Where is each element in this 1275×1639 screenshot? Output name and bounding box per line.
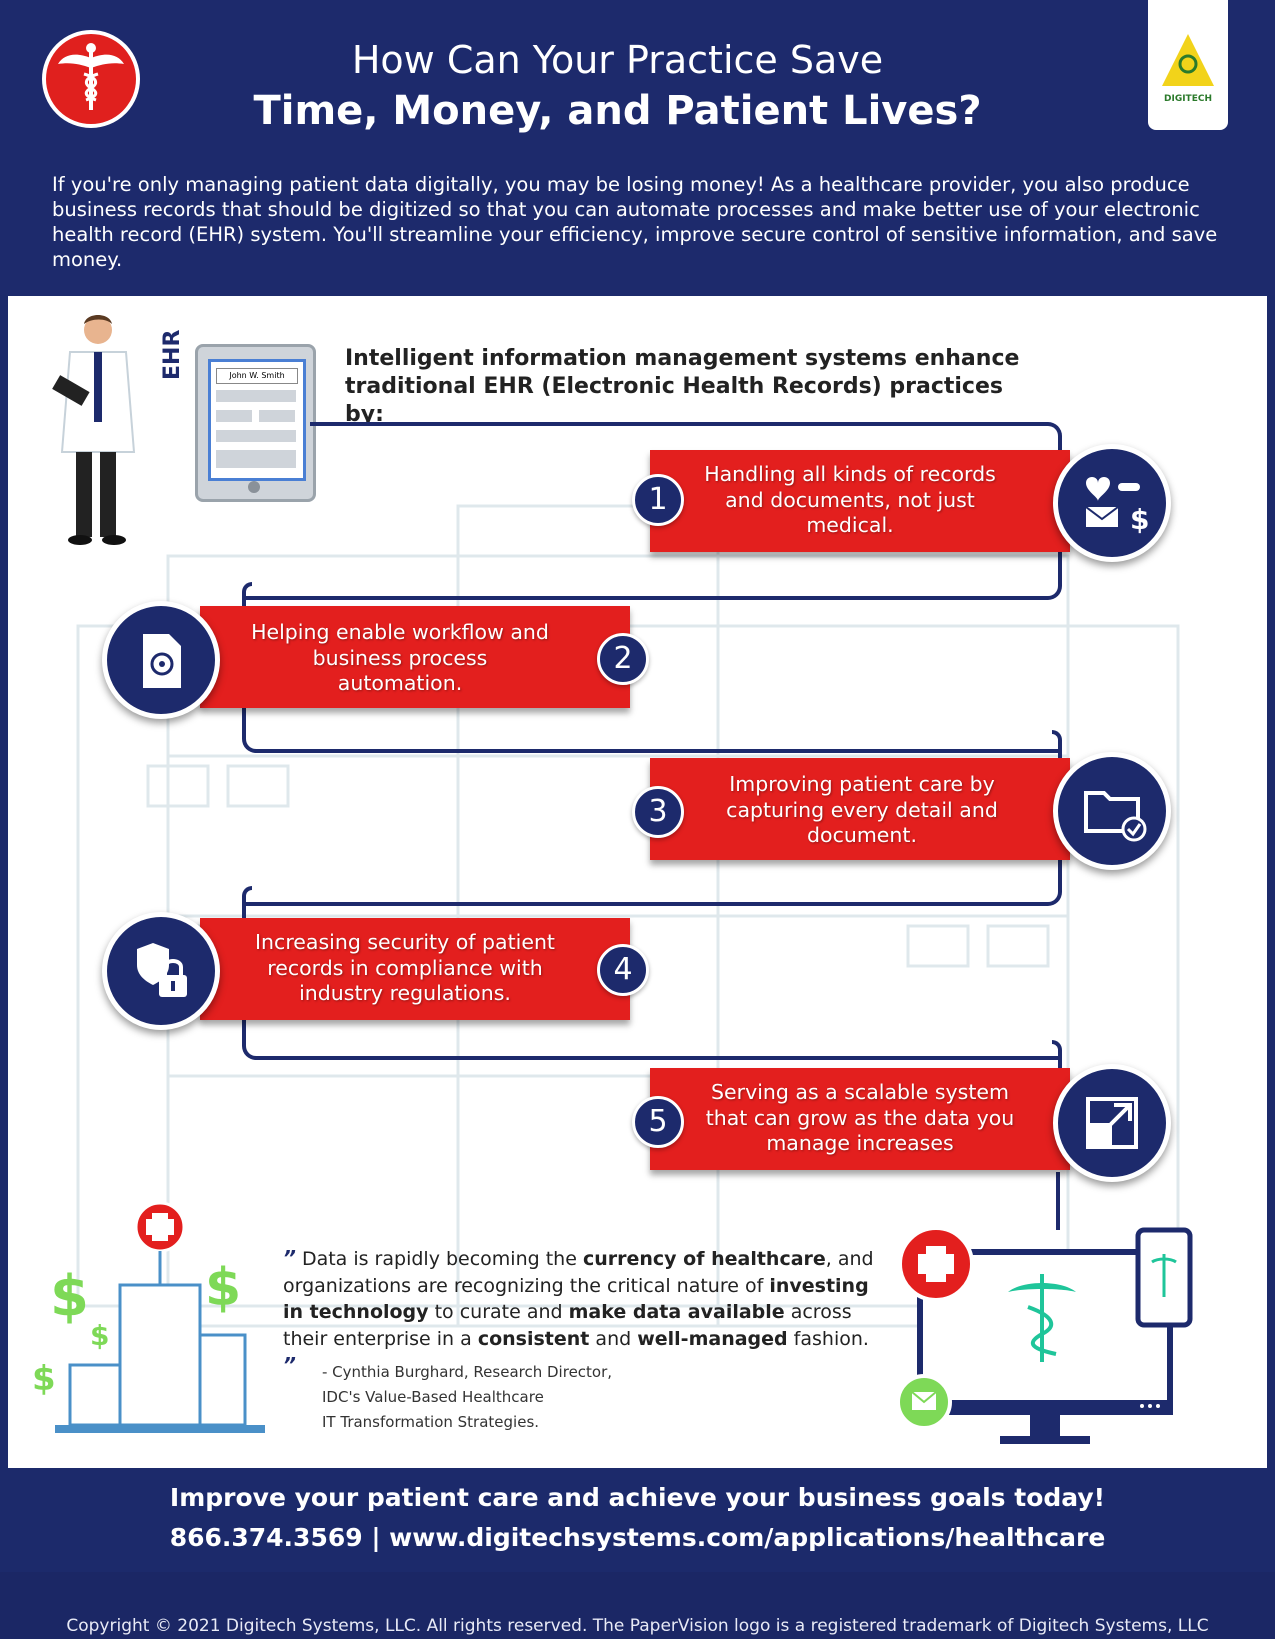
step-3-text: Improving patient care by capturing ever… <box>726 772 998 847</box>
connector-2-to-3a <box>242 705 1062 753</box>
step-2-text: Helping enable workflow and business pro… <box>251 620 549 695</box>
connector-4-to-5b <box>1052 1040 1062 1070</box>
step-2-number: 2 <box>597 633 649 685</box>
heart-money-mail-icon: $ <box>1053 444 1171 562</box>
connector-2-to-3b <box>1052 730 1062 760</box>
quote-block: ” Data is rapidly becoming the currency … <box>283 1245 883 1380</box>
page-title-line1: How Can Your Practice Save <box>351 38 884 82</box>
hospital-money-illustration: $ $ $ $ <box>32 1201 265 1433</box>
monitor-illustration <box>896 1226 1193 1444</box>
svg-text:$: $ <box>50 1264 89 1329</box>
document-gear-icon <box>102 601 220 719</box>
step-5-number: 5 <box>632 1096 684 1148</box>
quote-segment: consistent <box>477 1327 590 1350</box>
attribution-line2: IDC's Value-Based Healthcare <box>322 1388 544 1406</box>
step-5-text: Serving as a scalable system that can gr… <box>705 1080 1015 1155</box>
step-4-bar <box>200 918 630 1020</box>
quote-segment: currency of healthcare <box>582 1248 826 1270</box>
step-1-number: 1 <box>632 474 684 526</box>
shield-lock-icon <box>102 912 220 1030</box>
cta-contact-link[interactable]: 866.374.3569 | www.digitechsystems.com/a… <box>169 1523 1106 1552</box>
tablet-screen: John W. Smith <box>208 359 306 481</box>
connector-3-to-4a <box>242 858 1062 906</box>
step-4-number: 4 <box>597 944 649 996</box>
patient-name-field: John W. Smith <box>216 368 298 384</box>
folder-check-icon <box>1053 752 1171 870</box>
attribution-line3: IT Transformation Strategies. <box>322 1413 540 1431</box>
quote-segment: , and organizations are recognizing the … <box>283 1248 874 1297</box>
connector-4-to-5a <box>242 1012 1062 1060</box>
step-4-text: Increasing security of patient records i… <box>255 930 555 1005</box>
step-3-number: 3 <box>632 786 684 838</box>
quote-segment: well-managed <box>637 1327 788 1350</box>
quote-attribution: - Cynthia Burghard, Research Director, I… <box>322 1360 662 1435</box>
tablet-label: EHR <box>160 329 185 380</box>
connector-1-to-2a <box>242 550 1062 600</box>
scale-expand-icon <box>1053 1064 1171 1182</box>
ehr-tablet: John W. Smith <box>195 344 316 502</box>
page-title-line2: Time, Money, and Patient Lives? <box>253 88 982 134</box>
quote-segment: across their enterprise in a <box>283 1301 852 1350</box>
quote-text: Data is rapidly becoming the currency of… <box>283 1248 874 1350</box>
copyright-text: Copyright © 2021 Digitech Systems, LLC. … <box>66 1616 1209 1636</box>
quote-open-mark: ” <box>283 1246 296 1270</box>
quote-segment: Data is rapidly becoming the <box>301 1248 583 1270</box>
step-5-bar <box>650 1068 1070 1170</box>
digitech-logo: DIGITECH <box>1148 0 1228 130</box>
svg-text:$: $ <box>32 1359 56 1399</box>
quote-segment: and <box>589 1327 638 1350</box>
step-1-text: Handling all kinds of records and docume… <box>704 462 996 537</box>
step-3-bar <box>650 758 1070 860</box>
quote-segment: to curate and <box>428 1301 569 1323</box>
connector-1-to-2b <box>242 582 252 608</box>
cta-line1: Improve your patient care and achieve yo… <box>169 1483 1106 1512</box>
quote-segment: make data available <box>568 1301 785 1323</box>
quote-segment: fashion. <box>787 1327 869 1350</box>
intro-paragraph: If you're only managing patient data dig… <box>52 173 1218 271</box>
quote-close-mark: ” <box>283 1353 296 1377</box>
step-2-bar <box>200 606 630 708</box>
svg-text:$: $ <box>1130 503 1149 536</box>
quote-segment: investing in technology <box>283 1274 869 1324</box>
step-1-bar <box>650 450 1070 552</box>
svg-text:$: $ <box>205 1258 241 1318</box>
header <box>0 0 1275 295</box>
brand-logo-text: DIGITECH <box>1164 94 1212 104</box>
doctor-illustration <box>52 315 136 545</box>
svg-text:$: $ <box>90 1319 109 1352</box>
connector-5-to-monitor <box>1056 1172 1060 1230</box>
subheading: Intelligent information management syste… <box>345 346 1020 427</box>
connector-tablet-to-1 <box>310 422 1062 452</box>
connector-3-to-4b <box>242 886 252 920</box>
footer <box>0 1572 1275 1639</box>
medical-caduceus-logo <box>42 30 140 128</box>
attribution-line1: - Cynthia Burghard, Research Director, <box>322 1363 613 1381</box>
